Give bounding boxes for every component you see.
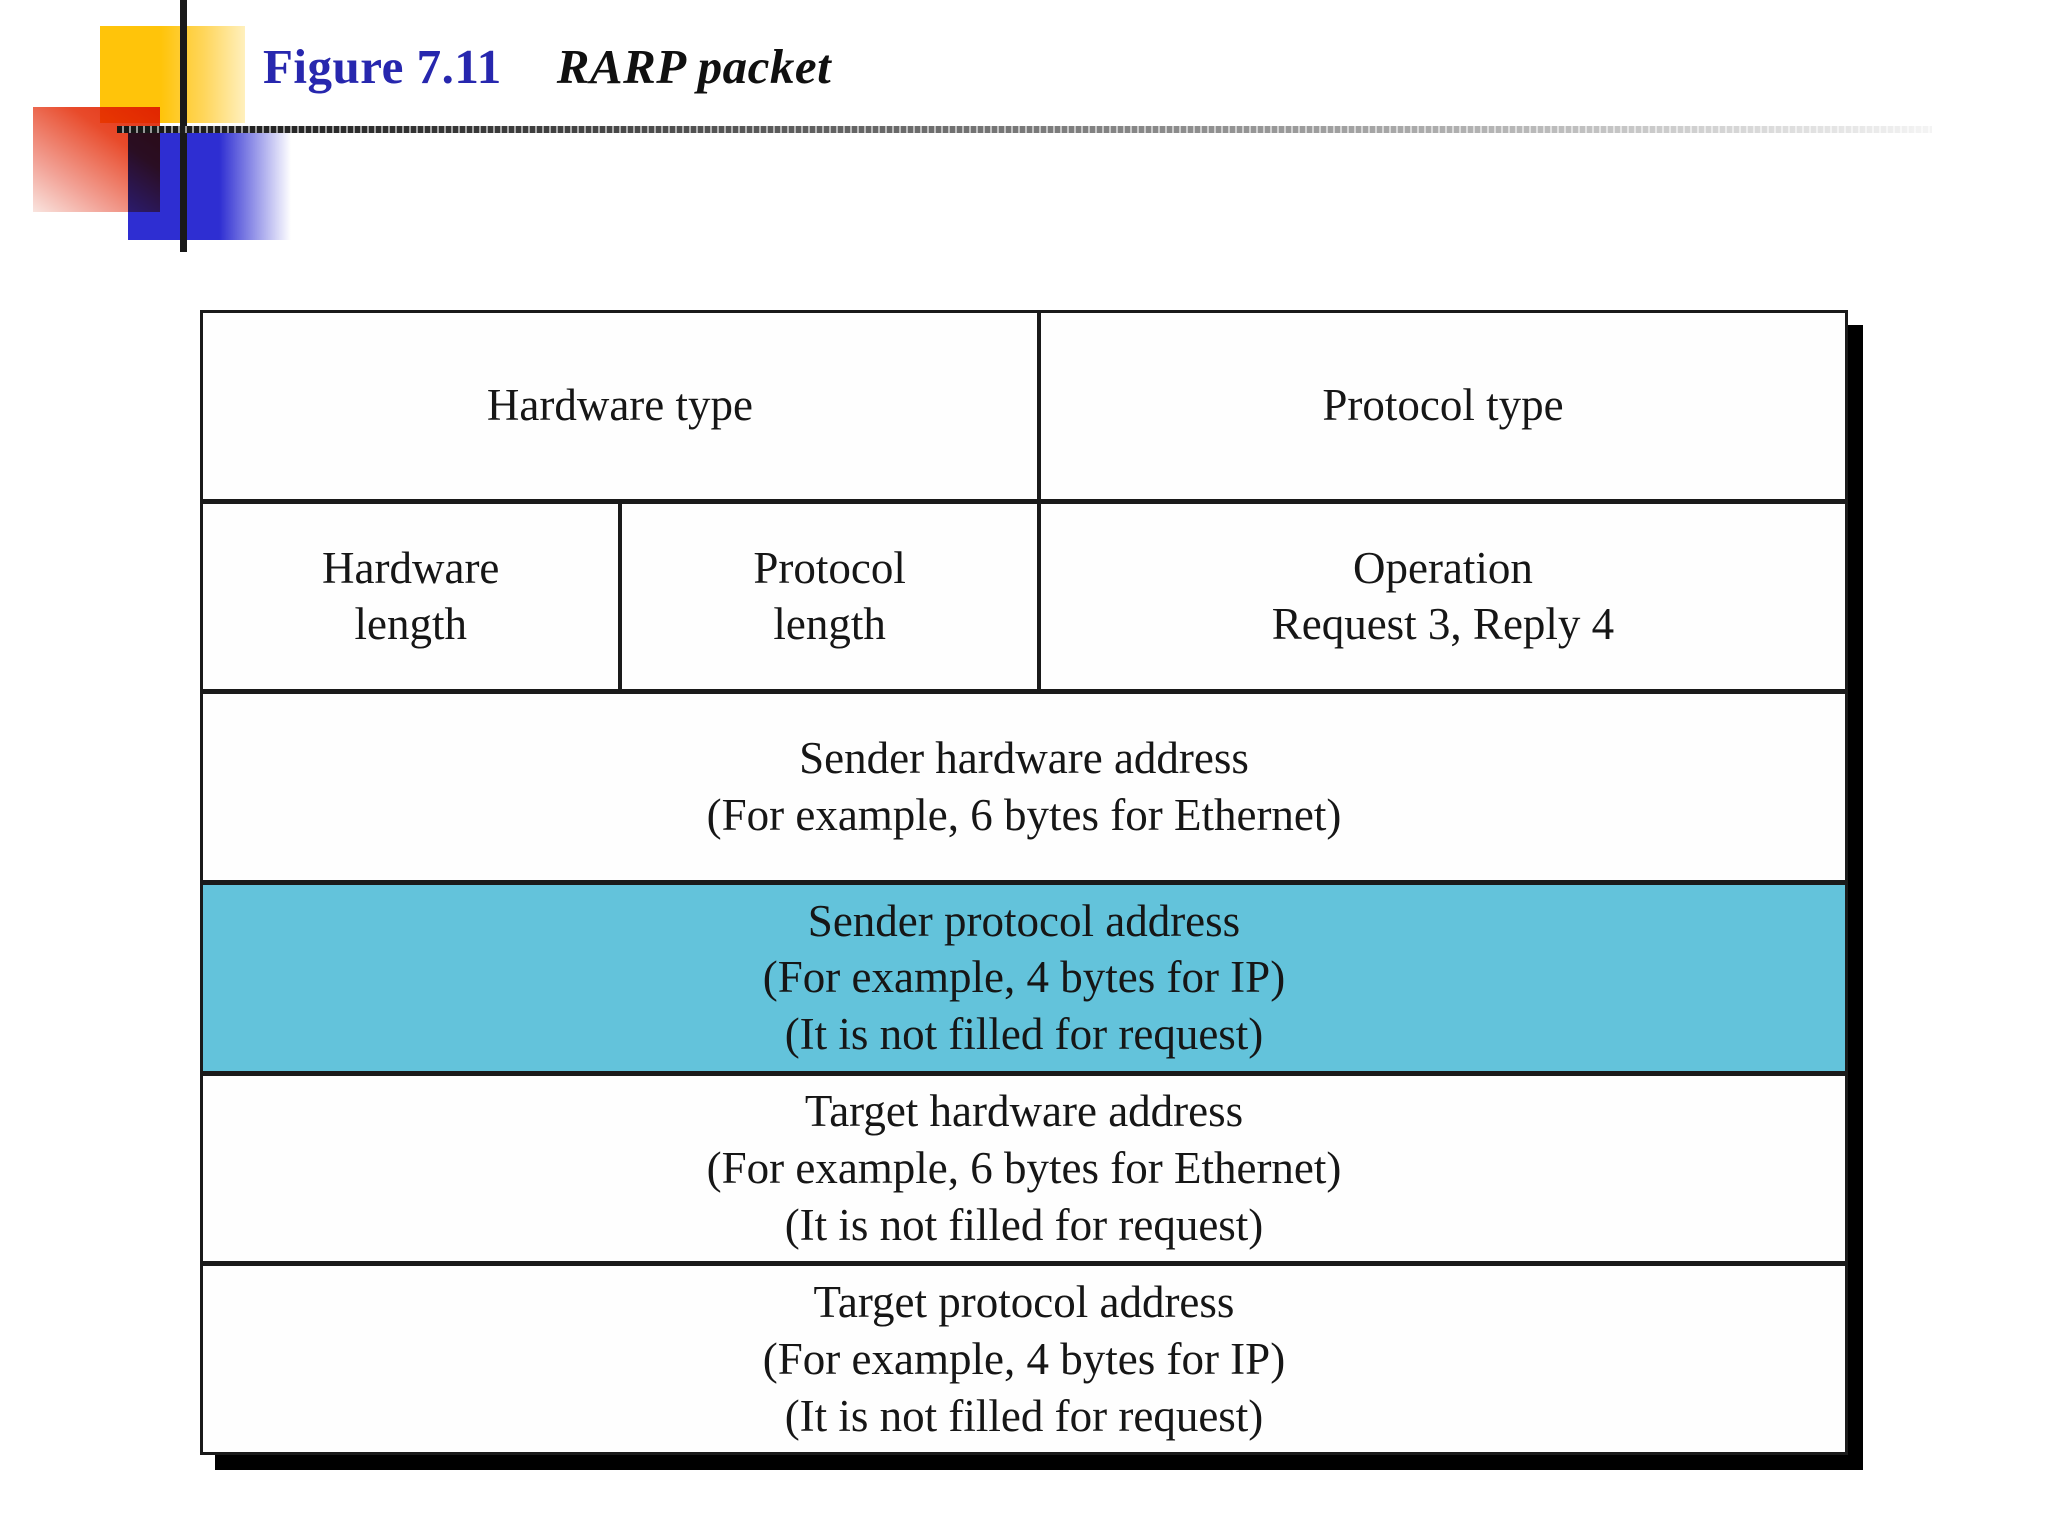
rarp-packet-diagram: Hardware type Protocol type Hardware len…	[200, 310, 1848, 1455]
field-protocol-type: Protocol type	[1040, 313, 1845, 499]
field-label-line: length	[773, 599, 886, 650]
field-label-line: (It is not filled for request)	[784, 1199, 1264, 1250]
field-label-line: Protocol type	[1322, 380, 1564, 431]
field-target-hardware-address: Target hardware address (For example, 6 …	[203, 1075, 1845, 1262]
field-sender-hardware-address: Sender hardware address (For example, 6 …	[203, 694, 1845, 880]
field-hardware-type: Hardware type	[203, 313, 1037, 499]
field-label-line: (For example, 6 bytes for Ethernet)	[706, 790, 1342, 841]
field-label-line: Hardware	[322, 542, 500, 593]
field-label-line: Sender hardware address	[799, 733, 1249, 784]
field-label-line: length	[354, 599, 467, 650]
field-label-line: Sender protocol address	[807, 895, 1241, 946]
field-label-line: Target protocol address	[813, 1277, 1235, 1328]
field-label-line: Request 3, Reply 4	[1271, 599, 1615, 650]
field-sender-protocol-address: Sender protocol address (For example, 4 …	[203, 885, 1845, 1071]
slide-title: Figure 7.11 RARP packet	[263, 38, 831, 95]
field-hardware-length: Hardware length	[203, 503, 619, 690]
field-label-line: (It is not filled for request)	[784, 1009, 1264, 1060]
field-label-line: Hardware type	[486, 380, 753, 431]
figure-number-label: Figure 7.11	[263, 39, 502, 94]
field-operation: Operation Request 3, Reply 4	[1040, 503, 1845, 690]
field-label-line: (For example, 4 bytes for IP)	[762, 1333, 1286, 1384]
decor-yellow-square	[100, 26, 245, 123]
field-label-line: (For example, 4 bytes for IP)	[762, 952, 1286, 1003]
field-protocol-length: Protocol length	[622, 503, 1037, 690]
field-label-line: Target hardware address	[804, 1086, 1244, 1137]
field-label-line: (It is not filled for request)	[784, 1390, 1264, 1441]
field-label-line: (For example, 6 bytes for Ethernet)	[706, 1143, 1342, 1194]
figure-title-text: RARP packet	[556, 39, 832, 94]
field-label-line: Protocol	[753, 542, 906, 593]
title-divider-line	[117, 126, 1932, 133]
field-label-line: Operation	[1352, 542, 1533, 593]
field-target-protocol-address: Target protocol address (For example, 4 …	[203, 1266, 1845, 1452]
decor-blue-square	[128, 127, 291, 240]
